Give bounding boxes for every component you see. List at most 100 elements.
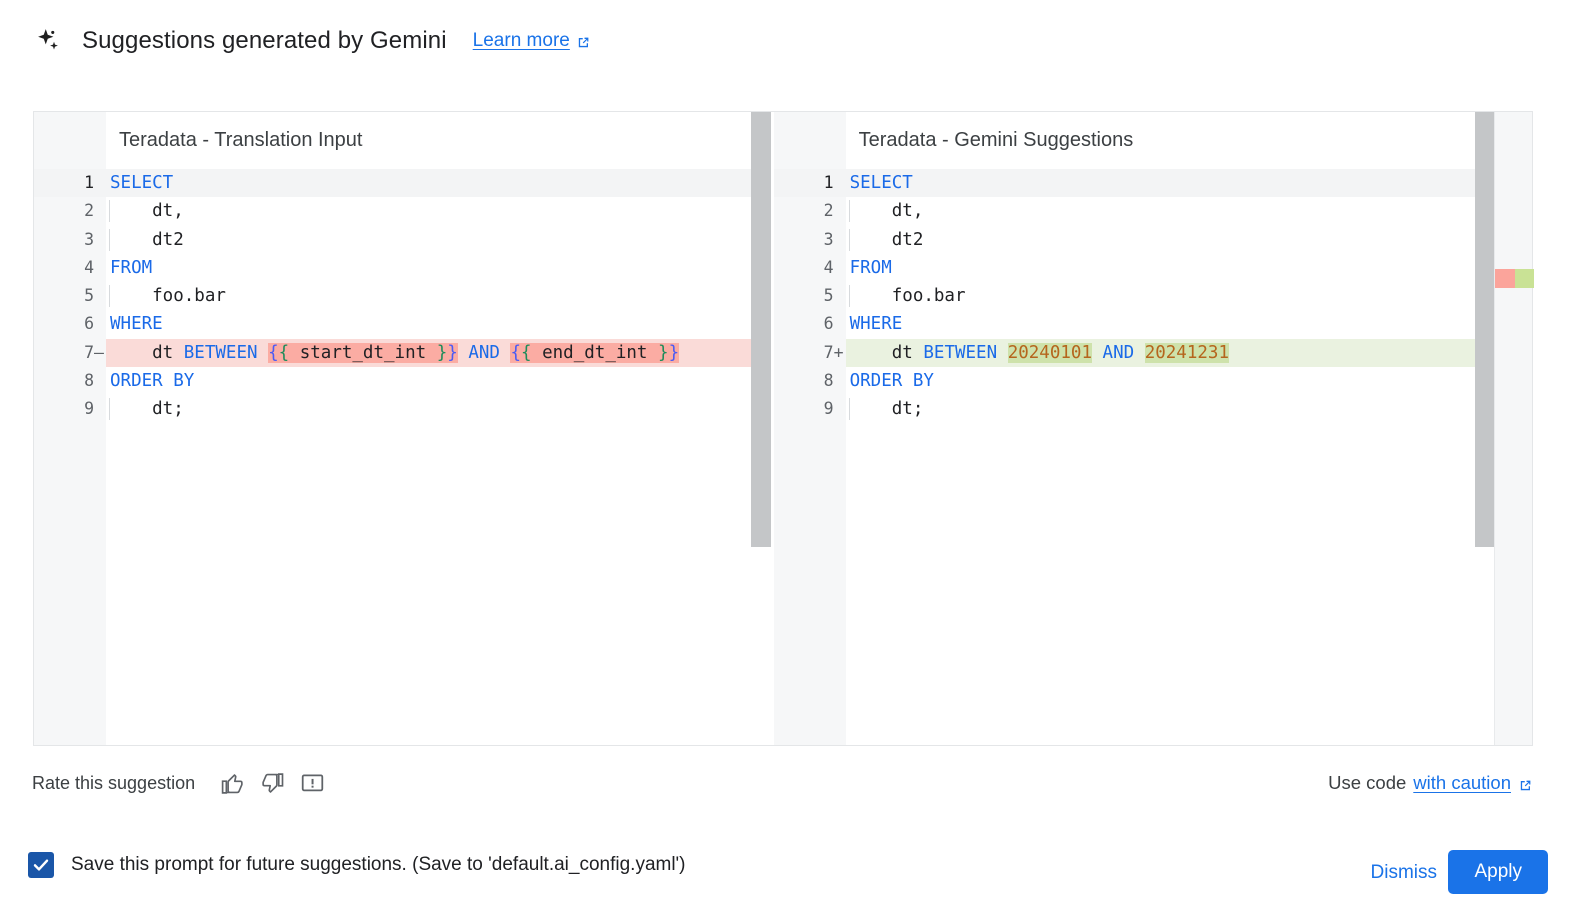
code-line[interactable]: 9 dt; [34, 395, 751, 423]
code-token: start_dt_int [289, 342, 437, 363]
code-line[interactable]: 3 dt2 [774, 226, 1475, 254]
code-line[interactable]: 9 dt; [774, 395, 1475, 423]
scrollbar-left[interactable] [750, 112, 771, 745]
code-token: dt2 [110, 229, 184, 250]
code-token: AND [468, 342, 500, 363]
thumb-down-icon[interactable] [257, 768, 287, 798]
scrollbar-thumb-right[interactable] [1474, 112, 1495, 547]
overview-added-marker[interactable] [1515, 269, 1535, 288]
code-text: SELECT [846, 169, 1475, 197]
indent-guide [109, 285, 110, 308]
line-number: 3 [823, 229, 834, 249]
code-line[interactable]: 5 foo.bar [774, 282, 1475, 310]
code-line[interactable]: 3 dt2 [34, 226, 751, 254]
code-token: WHERE [110, 314, 163, 335]
indent-guide [848, 398, 850, 421]
code-text: dt, [846, 197, 1475, 225]
code-token [997, 343, 1008, 363]
code-token: SELECT [849, 173, 913, 193]
code-token: { [521, 342, 532, 363]
scrollbar-thumb-left[interactable] [750, 112, 771, 547]
code-line[interactable]: 8 ORDER BY [34, 367, 751, 395]
pane-divider [770, 112, 774, 745]
code-line[interactable]: 5 foo.bar [34, 282, 751, 310]
code-token: } [436, 342, 448, 363]
code-text: dt, [106, 197, 751, 225]
code-token: dt [110, 342, 184, 363]
page-title: Suggestions generated by Gemini [82, 27, 447, 54]
line-number: 9 [823, 399, 834, 419]
overview-removed-marker[interactable] [1495, 269, 1516, 288]
code-line[interactable]: 2 dt, [34, 197, 751, 225]
save-prompt-checkbox[interactable] [28, 852, 54, 878]
code-token: AND [1102, 342, 1135, 363]
line-number: 7 [823, 342, 834, 362]
code-text: dt2 [106, 226, 751, 254]
with-caution-link[interactable]: with caution [1413, 772, 1511, 793]
code-token [1134, 343, 1145, 363]
indent-guide [109, 398, 110, 421]
code-text: ORDER BY [106, 367, 751, 395]
code-text: foo.bar [846, 282, 1475, 310]
code-token: 20241231 [1144, 342, 1229, 363]
code-token: } [447, 342, 458, 363]
line-number-gutter-right [773, 112, 846, 745]
code-token: dt; [849, 399, 924, 420]
code-text: WHERE [106, 310, 751, 338]
rate-suggestion-row: Rate this suggestion [32, 768, 337, 798]
line-number: 1 [823, 173, 834, 192]
code-token: ORDER BY [110, 371, 195, 392]
line-number: 4 [84, 257, 94, 277]
code-token: ORDER BY [849, 371, 934, 392]
code-text: SELECT [106, 169, 751, 197]
code-line[interactable]: 2 dt, [774, 197, 1475, 225]
overview-ruler[interactable] [1494, 112, 1535, 745]
code-token: FROM [849, 257, 892, 278]
rate-label: Rate this suggestion [32, 772, 196, 793]
sparkle-icon [32, 26, 62, 56]
code-token: BETWEEN [183, 342, 258, 363]
code-token: dt [849, 342, 924, 363]
code-text: WHERE [846, 310, 1475, 338]
thumb-up-icon[interactable] [217, 768, 247, 798]
apply-button[interactable]: Apply [1448, 850, 1548, 894]
indent-guide [109, 228, 110, 251]
code-token: } [658, 342, 669, 363]
learn-more-link[interactable]: Learn more [473, 30, 591, 52]
code-line[interactable]: 7— dt BETWEEN {{ start_dt_int }} AND {{ … [34, 338, 751, 368]
code-token: dt; [110, 399, 184, 420]
code-token: { [278, 342, 290, 363]
code-text: dt; [846, 395, 1475, 423]
line-number: 2 [84, 201, 94, 221]
diff-viewer: Teradata - Translation Input 1 SELECT 2 dt… [33, 111, 1535, 746]
code-line[interactable]: 1 SELECT [773, 169, 1475, 198]
code-token: dt, [110, 201, 184, 222]
line-number: 2 [823, 201, 834, 221]
line-number: 8 [84, 371, 94, 391]
scrollbar-right[interactable] [1474, 112, 1495, 745]
code-token: SELECT [110, 173, 174, 193]
code-line[interactable]: 7+ dt BETWEEN 20240101 AND 20241231 [774, 338, 1475, 368]
code-token [1092, 343, 1103, 363]
diff-sign: + [833, 342, 844, 362]
code-text: foo.bar [106, 282, 751, 310]
code-token: FROM [110, 257, 153, 278]
pane-title-left: Teradata - Translation Input [119, 129, 363, 151]
code-token: WHERE [849, 314, 903, 335]
dismiss-button[interactable]: Dismiss [1370, 862, 1438, 883]
code-text: dt BETWEEN {{ start_dt_int }} AND {{ end… [106, 338, 751, 368]
code-token [458, 343, 469, 363]
line-number: 9 [84, 399, 94, 419]
code-line[interactable]: 4 FROM [34, 254, 751, 282]
report-icon[interactable] [297, 768, 327, 798]
